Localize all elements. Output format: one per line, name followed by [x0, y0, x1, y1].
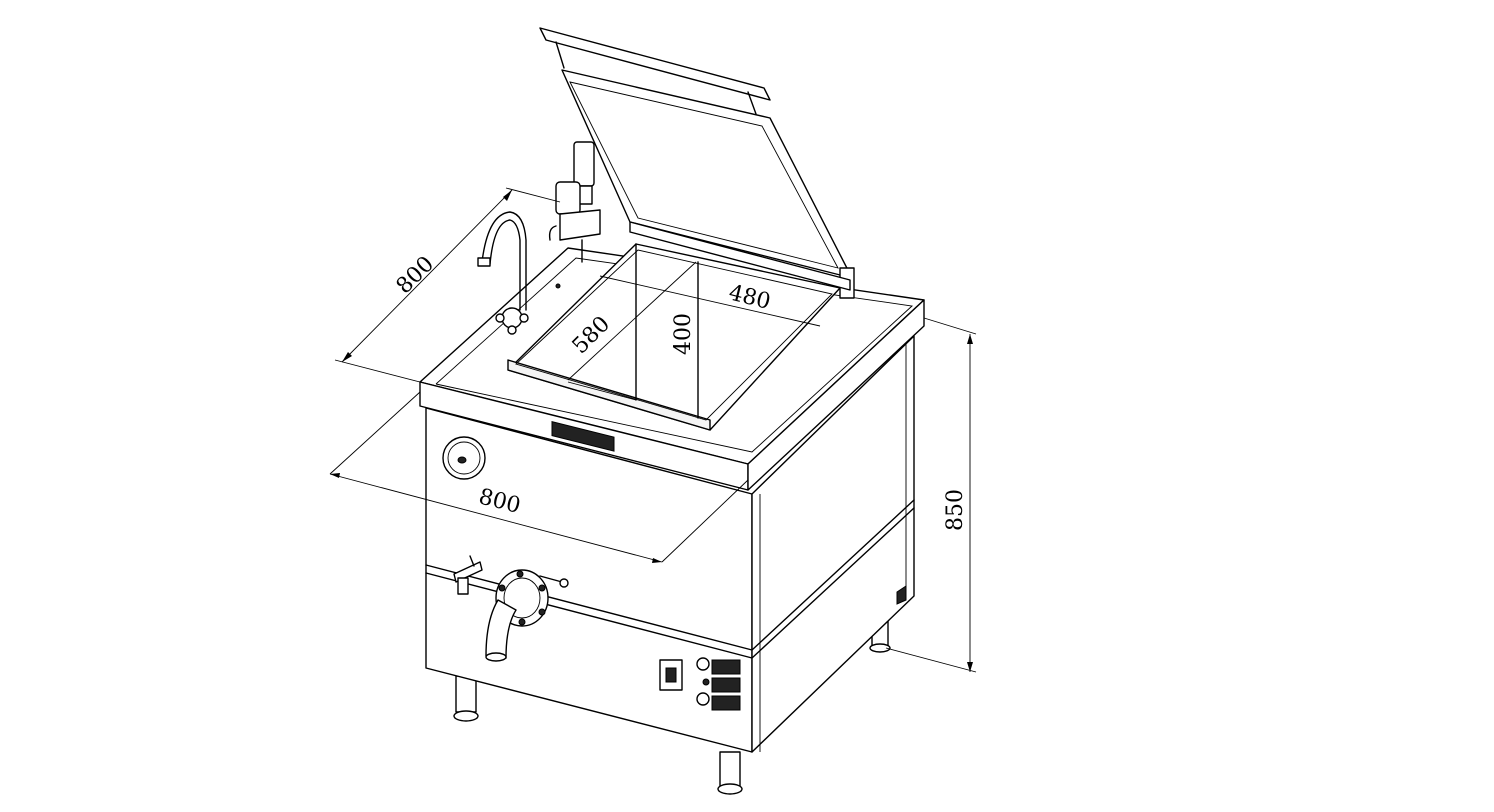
gauge-icon [442, 436, 486, 480]
depth-label: 800 [392, 252, 439, 299]
main-switch-icon [659, 659, 683, 691]
leg-front-left [453, 675, 479, 722]
height-label: 850 [943, 489, 968, 531]
pan-height-label: 400 [671, 313, 696, 355]
nameplate [551, 421, 615, 452]
faucet [477, 211, 529, 335]
lid [539, 27, 855, 299]
indicator-panel [696, 657, 741, 711]
pan [507, 243, 841, 431]
dimension-height-850: 850 [885, 317, 977, 673]
tilt-post [548, 141, 601, 289]
drain-outlet [485, 569, 569, 662]
front-controls [442, 436, 741, 711]
leg-front-right [717, 751, 743, 795]
side-panel [751, 335, 915, 753]
dimension-pan-400: 400 [671, 264, 699, 416]
valve-icon [453, 555, 483, 595]
lid-handle [539, 27, 771, 101]
